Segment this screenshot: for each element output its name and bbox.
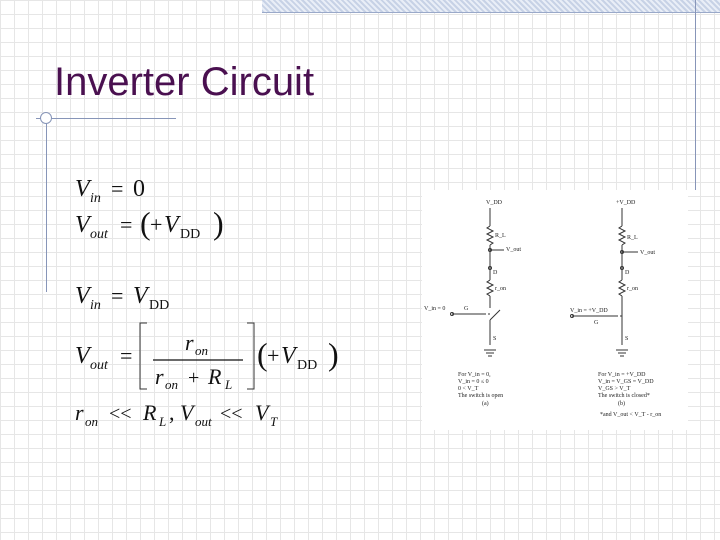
circuit-a-switch-open: V_DD R_L V_out D r_on V_in = 0 G S For V… [424, 200, 521, 407]
eq5-comma: , [169, 400, 175, 425]
a-switch-blade-open [489, 309, 501, 321]
eq4-lhs: V [75, 343, 92, 369]
eq4-op: = [120, 343, 132, 368]
circuit-svg: V_DD R_L V_out D r_on V_in = 0 G S For V… [424, 200, 661, 418]
b-note-2: V_in = V_GS = V_DD [598, 379, 654, 385]
top-decor-band [262, 0, 720, 13]
eq4-rhs-sub: DD [297, 358, 317, 373]
b-note-3: V_GS > V_T [598, 386, 631, 392]
eq4-den-b: R [207, 364, 222, 389]
b-d-label: D [625, 270, 630, 276]
inverter-circuit-diagram: V_DD R_L V_out D r_on V_in = 0 G S For V… [422, 190, 688, 430]
eq2-lhs: V [75, 212, 92, 238]
equation-vin-zero: V in = 0 [75, 176, 145, 206]
eq5-op2: << [220, 403, 243, 425]
b-gate-input-label: V_in = +V_DD [570, 308, 608, 314]
eq4-rhs: V [281, 343, 298, 369]
eq3-lhs: V [75, 283, 92, 309]
eq5-b-sub: L [158, 414, 166, 429]
eq3-rhs: V [133, 283, 150, 309]
a-note-1: For V_in = 0, [458, 372, 491, 378]
eq5-c-sub: out [195, 414, 212, 429]
equation-conditions: r on << R L , V out << V T [75, 400, 278, 429]
eq2-op: = [120, 212, 132, 237]
eq2-lhs-sub: out [90, 227, 109, 242]
eq3-op: = [111, 283, 123, 308]
a-note-2: V_in = 0 ≤ 0 [458, 379, 489, 385]
b-caption: (b) [618, 400, 625, 407]
eq2-close-paren: ) [213, 205, 224, 241]
eq5-d-sub: T [270, 414, 278, 429]
eq5-a: r [75, 400, 84, 425]
eq5-d: V [255, 400, 271, 425]
b-vout-label: V_out [640, 250, 655, 256]
b-g-label: G [594, 320, 599, 326]
eq4-num: r [185, 330, 194, 355]
right-decor-rule [695, 0, 696, 190]
a-s-label: S [493, 336, 496, 342]
eq3-rhs-sub: DD [149, 298, 169, 313]
a-vout-label: V_out [506, 247, 521, 253]
equation-vout-vdd: V out = ( + V DD ) [75, 205, 224, 242]
eq5-a-sub: on [85, 414, 98, 429]
equation-svg: V in = 0 V out = ( + V DD ) V in = V DD … [75, 176, 339, 429]
eq4-den-plus: + [188, 367, 199, 389]
a-ron-label: r_on [495, 286, 506, 292]
a-note-4: The switch is open [458, 393, 503, 399]
b-note-1: For V_in = +V_DD [598, 372, 646, 378]
eq2-plus: + [150, 212, 162, 237]
eq3-lhs-sub: in [90, 298, 101, 313]
a-caption: (a) [482, 400, 489, 407]
eq4-left-bracket [139, 322, 147, 390]
eq4-right-bracket [247, 322, 255, 390]
a-vdd-label: V_DD [486, 200, 503, 206]
b-rl-label: R_L [627, 235, 638, 241]
a-gate-input-label: V_in = 0 [424, 306, 445, 312]
b-gate-node [570, 314, 574, 318]
b-load-resistor [617, 225, 627, 246]
eq4-close-paren: ) [328, 336, 339, 372]
eq5-c: V [180, 400, 196, 425]
eq5-b: R [142, 400, 157, 425]
equation-vin-vdd: V in = V DD [75, 283, 169, 313]
eq2-rhs: V [164, 212, 181, 238]
eq2-rhs-sub: DD [180, 227, 200, 242]
a-d-label: D [493, 270, 498, 276]
title-underline [36, 118, 176, 119]
eq4-lhs-sub: out [90, 358, 109, 373]
b-drain-node [620, 266, 624, 270]
b-ron-label: r_on [627, 286, 638, 292]
eq1-lhs-sub: in [90, 191, 101, 206]
a-g-label: G [464, 306, 469, 312]
a-rl-label: R_L [495, 233, 506, 239]
a-drain-node [488, 266, 492, 270]
a-gate-node [450, 312, 454, 316]
b-footnote: *and V_out < V_T - r_on [600, 412, 661, 418]
eq1-lhs: V [75, 176, 92, 202]
b-note-4: The switch is closed* [598, 393, 650, 399]
eq4-den-a-sub: on [165, 377, 178, 392]
equation-block: V in = 0 V out = ( + V DD ) V in = V DD … [75, 170, 365, 435]
b-s-label: S [625, 336, 628, 342]
rule-ring-ornament [40, 112, 52, 124]
b-ron-resistor [617, 279, 627, 297]
eq1-op: = [111, 176, 123, 201]
slide-title: Inverter Circuit [54, 60, 315, 104]
eq4-open-paren: ( [257, 336, 268, 372]
equation-vout-divider: V out = r on r on + R L ( + V DD ) [75, 322, 339, 392]
eq4-den-a: r [155, 364, 164, 389]
eq4-den-b-sub: L [224, 377, 232, 392]
eq4-plus: + [267, 343, 279, 368]
eq5-op1: << [109, 403, 132, 425]
eq1-rhs: 0 [133, 176, 145, 202]
a-note-3: 0 < V_T [458, 386, 479, 392]
a-ron-resistor [485, 279, 495, 297]
a-load-resistor [485, 225, 495, 246]
b-vdd-label: +V_DD [616, 200, 636, 206]
circuit-b-switch-closed: +V_DD R_L V_out D r_on V_in = +V_DD G S … [570, 200, 661, 418]
eq2-open-paren: ( [140, 205, 151, 241]
eq4-num-sub: on [195, 343, 208, 358]
left-decor-rule [46, 118, 47, 292]
